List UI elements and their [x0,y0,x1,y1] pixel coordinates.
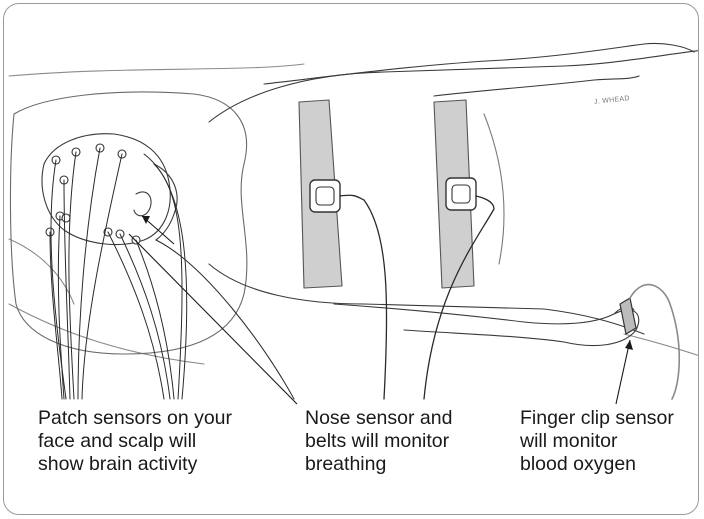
caption-brain-activity: Patch sensors on your face and scalp wil… [38,407,298,476]
upper-arm [264,43,694,96]
breathing-belt-chest [299,100,342,288]
arrow-icon [142,216,633,350]
ear [134,192,151,216]
nasal-sensor-wire [156,240,294,399]
lower-arm [334,304,639,346]
eeg-wires [50,148,187,399]
scalp-electrodes [46,144,140,244]
illustration-frame: J. WHEAD Patch sensors on your face and … [3,3,699,515]
pillow [10,92,246,354]
caption-breathing: Nose sensor and belts will monitor breat… [305,407,505,476]
belt-wire-chest [340,195,387,399]
caption-blood-oxygen: Finger clip sensor will monitor blood ox… [520,407,699,476]
breathing-belt-abdomen [434,100,476,288]
